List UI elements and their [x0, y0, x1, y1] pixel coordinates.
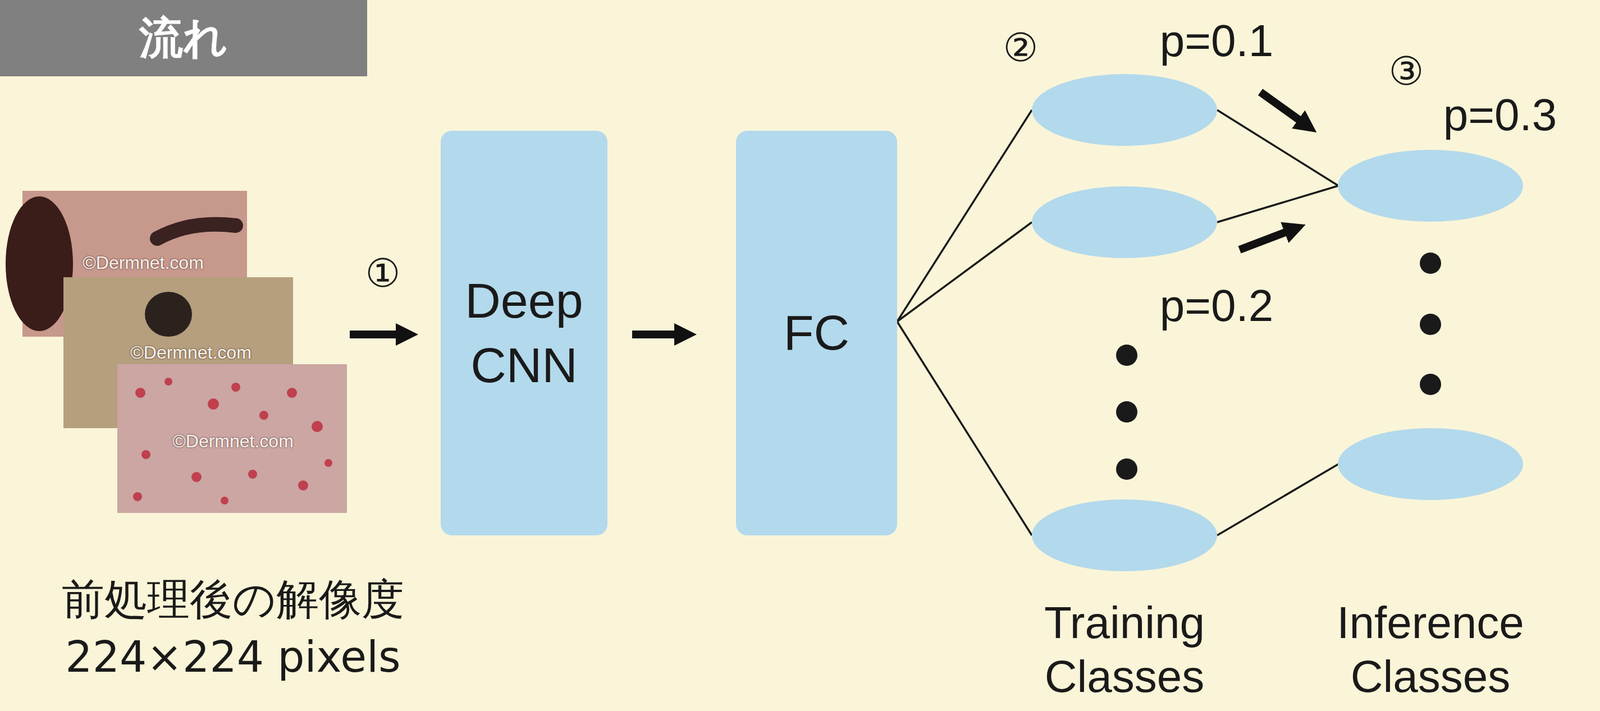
fc-layer: FC [736, 130, 898, 536]
nostril-shadow [5, 196, 73, 332]
column-caption: Training Classes [995, 596, 1254, 704]
spot [133, 492, 143, 502]
class-ellipse [1031, 499, 1218, 572]
callout-number: ③ [1388, 47, 1425, 95]
spot [259, 410, 269, 420]
class-ellipse [1031, 74, 1218, 146]
lesion-shape [157, 224, 236, 239]
spot [298, 480, 309, 491]
flow-arrow [632, 330, 677, 339]
mole-shape [144, 291, 192, 337]
spot [135, 387, 146, 399]
photo-acne [117, 364, 347, 514]
merge-line [1217, 110, 1339, 186]
spot [141, 450, 151, 460]
fan-lines [897, 110, 1339, 536]
dot [1419, 252, 1442, 274]
ellipsis-dots [1116, 252, 1442, 480]
spot [248, 469, 258, 479]
section-heading: 流れ [0, 0, 368, 77]
merge-line [1217, 464, 1339, 536]
photo-ground [117, 364, 347, 514]
watermark: ©Dermnet.com [82, 252, 204, 274]
dot [1116, 458, 1138, 480]
input-arrow [349, 330, 399, 339]
probability-arrow [1239, 231, 1287, 250]
merge-line [1217, 185, 1339, 223]
class-ellipse [1031, 186, 1218, 259]
watermark: ©Dermnet.com [172, 430, 294, 452]
dot [1116, 344, 1138, 367]
spot [207, 398, 219, 410]
spot [164, 377, 173, 386]
probability-label: p=0.1 [1159, 14, 1274, 68]
spot [286, 387, 297, 399]
resolution-note: 前処理後の解像度 224×224 pixels [36, 570, 430, 687]
probability-arrow [1260, 92, 1301, 121]
probability-label: p=0.3 [1443, 88, 1557, 143]
dot [1419, 313, 1442, 336]
column-caption: Inference Classes [1301, 596, 1560, 704]
box-label: FC [783, 300, 850, 365]
spot [324, 459, 333, 468]
callout-number: ② [1003, 24, 1039, 72]
spot [220, 496, 229, 505]
watermark: ©Dermnet.com [130, 341, 252, 364]
title-band [0, 0, 368, 77]
dot [1419, 373, 1442, 396]
spot [311, 421, 323, 433]
spot [191, 472, 202, 483]
box-label: Deep CNN [449, 268, 599, 398]
fan-line [897, 321, 1032, 536]
probability-label: p=0.2 [1159, 279, 1274, 333]
cnn-block: Deep CNN [440, 130, 608, 536]
dot [1116, 401, 1138, 423]
spot [231, 382, 241, 392]
class-ellipse [1337, 149, 1524, 222]
callout-number: ① [365, 249, 401, 297]
fan-line [897, 110, 1032, 322]
fan-line [897, 222, 1032, 322]
class-ellipse [1337, 428, 1524, 501]
